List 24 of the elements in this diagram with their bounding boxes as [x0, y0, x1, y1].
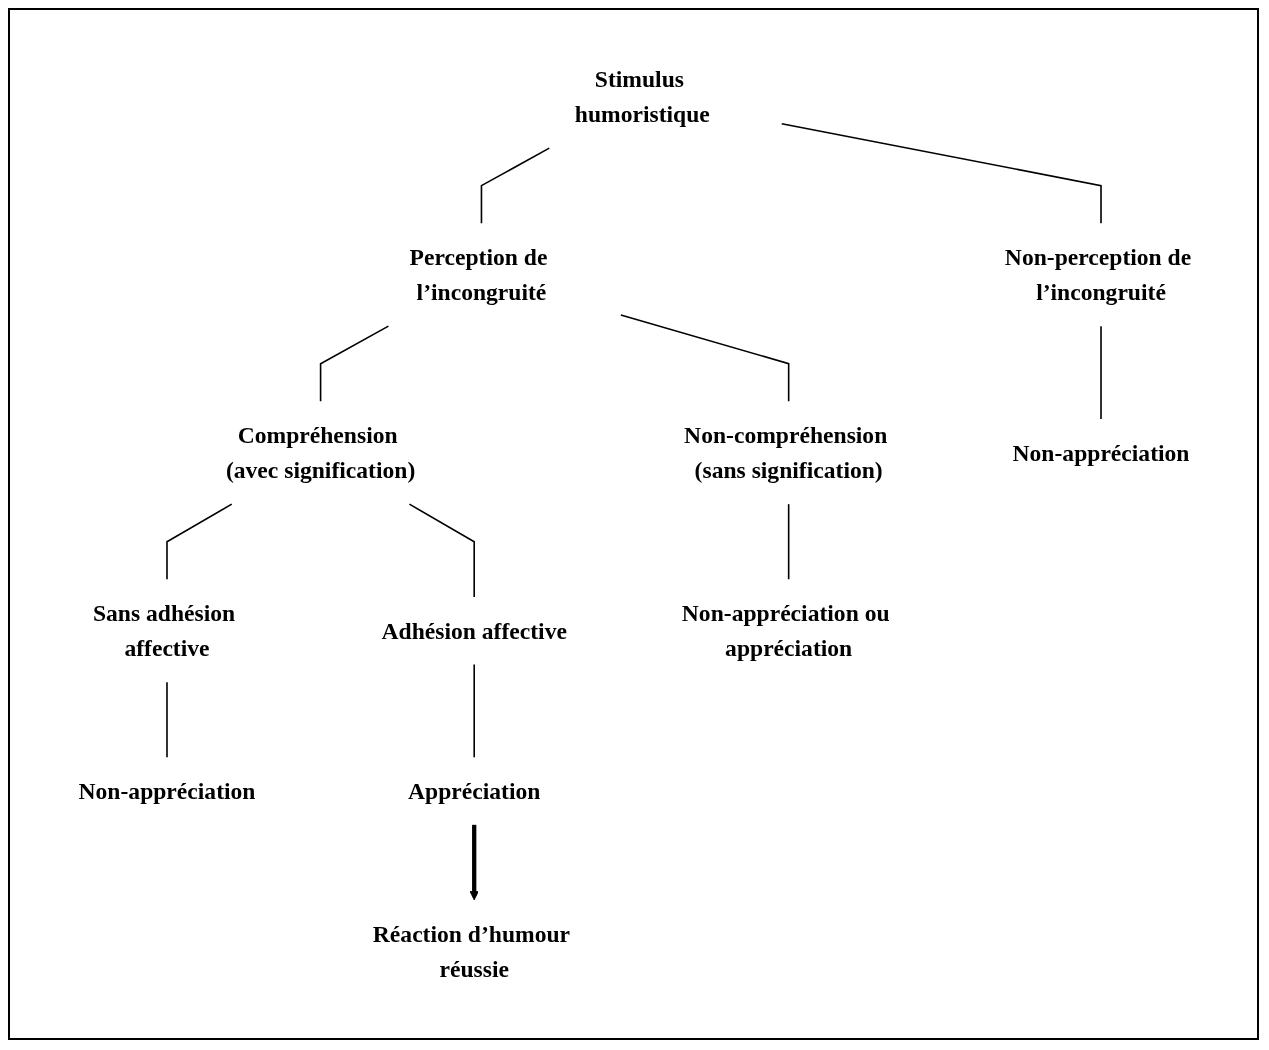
connector [165, 503, 233, 581]
node-text: Appréciation [407, 777, 540, 805]
connector [319, 325, 389, 402]
connector [408, 503, 475, 598]
connector [787, 503, 789, 581]
connector [780, 122, 1102, 224]
connector [472, 663, 475, 759]
node-text: Sans adhésion affective [92, 599, 235, 662]
node-text: Compréhension (avec signification) [225, 421, 415, 484]
node-text: Adhésion affective [380, 617, 567, 645]
node-text: Réaction d’humour réussie [372, 920, 570, 983]
node-text: Stimulus humoristique [574, 65, 710, 128]
diagram-frame: Stimulus humoristique Non-perception de l’incongruité Perception de l’incongruité Non-compréhension (sans signification) Compréhension (avec signification) Sans adhésion affective Adhésion affective Non-appréciation Non-appréciation ou appréciation Non-appréciation Appréciation Réaction d’humour réussie [8, 8, 1259, 1040]
node-text: Non-appréciation [1012, 439, 1189, 467]
node-text: Perception de l’incongruité [409, 243, 547, 306]
connector [165, 681, 168, 759]
connector [480, 147, 550, 224]
node-text: Non-appréciation ou appréciation [681, 599, 890, 662]
node-text: Non-perception de l’incongruité [1004, 243, 1191, 306]
arrow [469, 824, 479, 901]
node-text: Non-appréciation [78, 777, 255, 805]
connector [619, 314, 789, 402]
connector [1099, 325, 1102, 420]
node-text: Non-compréhension (sans signification) [683, 421, 887, 484]
